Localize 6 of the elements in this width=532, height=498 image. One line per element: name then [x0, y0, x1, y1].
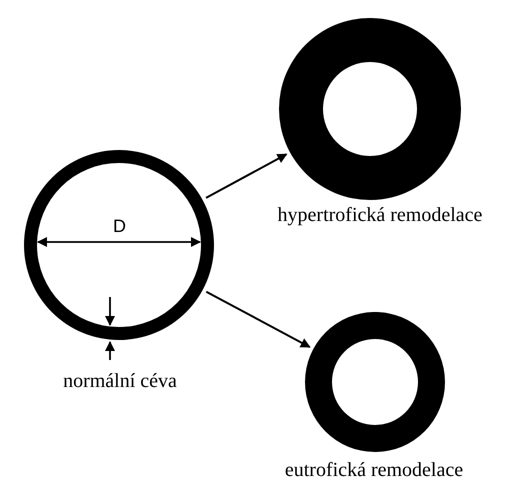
vessel-label: eutrofická remodelace	[284, 459, 464, 482]
arrow	[206, 290, 311, 348]
arrow	[206, 153, 288, 199]
vessel-label: normální céva	[62, 370, 178, 393]
dimension-label: D	[113, 216, 126, 237]
vessel-label: hypertrofická remodelace	[276, 204, 484, 227]
